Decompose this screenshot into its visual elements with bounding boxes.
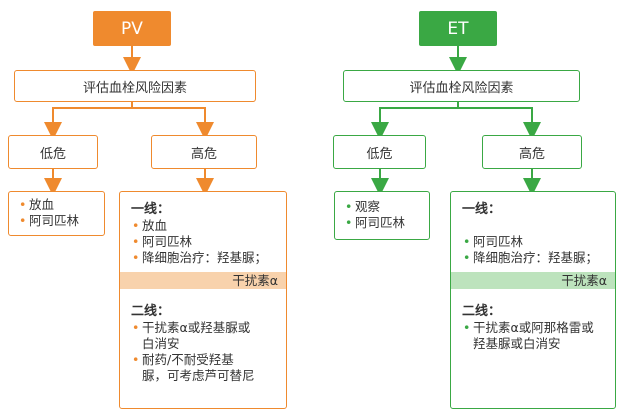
et-high-box: 高危	[482, 135, 582, 169]
et-assess-box: 评估血栓风险因素	[343, 70, 580, 102]
pv-first-line-heading: 一线：	[131, 202, 171, 217]
pv-low-treatment-list: 放血 阿司匹林	[18, 197, 79, 229]
et-first-line-heading: 一线：	[462, 202, 502, 217]
pv-first-line-list: 放血 阿司匹林 降细胞治疗：羟基脲；	[131, 218, 280, 266]
pv-assess-label: 评估血栓风险因素	[82, 80, 187, 96]
et-first-line-band: 干扰素α	[451, 272, 615, 289]
pv-second-line-list: 干扰素α或羟基脲或白消安 耐药/不耐受羟基脲，可考虑芦可替尼	[131, 320, 257, 384]
et-assess-label: 评估血栓风险因素	[409, 80, 514, 96]
et-title: ET	[447, 18, 469, 39]
pv-high-treatment-box: 一线： 放血 阿司匹林 降细胞治疗：羟基脲； 干扰素α 二线： 干扰素α或羟基脲…	[119, 191, 287, 409]
list-item: 放血	[131, 218, 280, 234]
et-second-line-section: 二线： 干扰素α或阿那格雷或羟基脲或白消安	[462, 304, 609, 352]
pv-first-line-band: 干扰素α	[120, 272, 286, 289]
et-high-treatment-box: 一线： 阿司匹林 降细胞治疗：羟基脲； 干扰素α 二线： 干扰素α或阿那格雷或羟…	[450, 191, 616, 409]
list-item: 降细胞治疗：羟基脲；	[131, 250, 280, 266]
et-first-line-list: 阿司匹林 降细胞治疗：羟基脲；	[462, 234, 609, 266]
list-item: 阿司匹林	[344, 215, 405, 231]
et-first-line-section: 一线： 阿司匹林 降细胞治疗：羟基脲；	[462, 202, 609, 266]
list-item: 阿司匹林	[18, 213, 79, 229]
et-low-treatment-list: 观察 阿司匹林	[344, 199, 405, 231]
et-second-line-heading: 二线：	[462, 304, 502, 319]
list-item: 干扰素α或羟基脲或白消安	[131, 320, 257, 352]
et-second-line-list: 干扰素α或阿那格雷或羟基脲或白消安	[462, 320, 602, 352]
list-item: 阿司匹林	[462, 234, 609, 250]
list-item: 观察	[344, 199, 405, 215]
pv-low-label: 低危	[39, 146, 66, 162]
et-low-box: 低危	[333, 135, 426, 169]
pv-high-box: 高危	[151, 135, 257, 169]
et-low-label: 低危	[366, 146, 393, 162]
et-split-line	[379, 107, 533, 118]
pv-title-box: PV	[93, 11, 171, 46]
et-low-treatment-box: 观察 阿司匹林	[334, 191, 430, 240]
pv-first-line-section: 一线： 放血 阿司匹林 降细胞治疗：羟基脲；	[131, 202, 280, 266]
pv-split-line	[52, 107, 206, 118]
pv-low-treatment-box: 放血 阿司匹林	[8, 191, 105, 236]
list-item: 耐药/不耐受羟基脲，可考虑芦可替尼	[131, 352, 257, 384]
pv-assess-box: 评估血栓风险因素	[14, 70, 256, 102]
pv-low-box: 低危	[8, 135, 98, 169]
pv-title: PV	[121, 18, 143, 39]
list-item: 放血	[18, 197, 79, 213]
et-title-box: ET	[419, 11, 497, 46]
list-item: 降细胞治疗：羟基脲；	[462, 250, 609, 266]
list-item: 阿司匹林	[131, 234, 280, 250]
pv-high-label: 高危	[190, 146, 217, 162]
pv-second-line-section: 二线： 干扰素α或羟基脲或白消安 耐药/不耐受羟基脲，可考虑芦可替尼	[131, 304, 280, 384]
pv-second-line-heading: 二线：	[131, 304, 171, 319]
et-high-label: 高危	[518, 146, 545, 162]
list-item: 干扰素α或阿那格雷或羟基脲或白消安	[462, 320, 602, 352]
